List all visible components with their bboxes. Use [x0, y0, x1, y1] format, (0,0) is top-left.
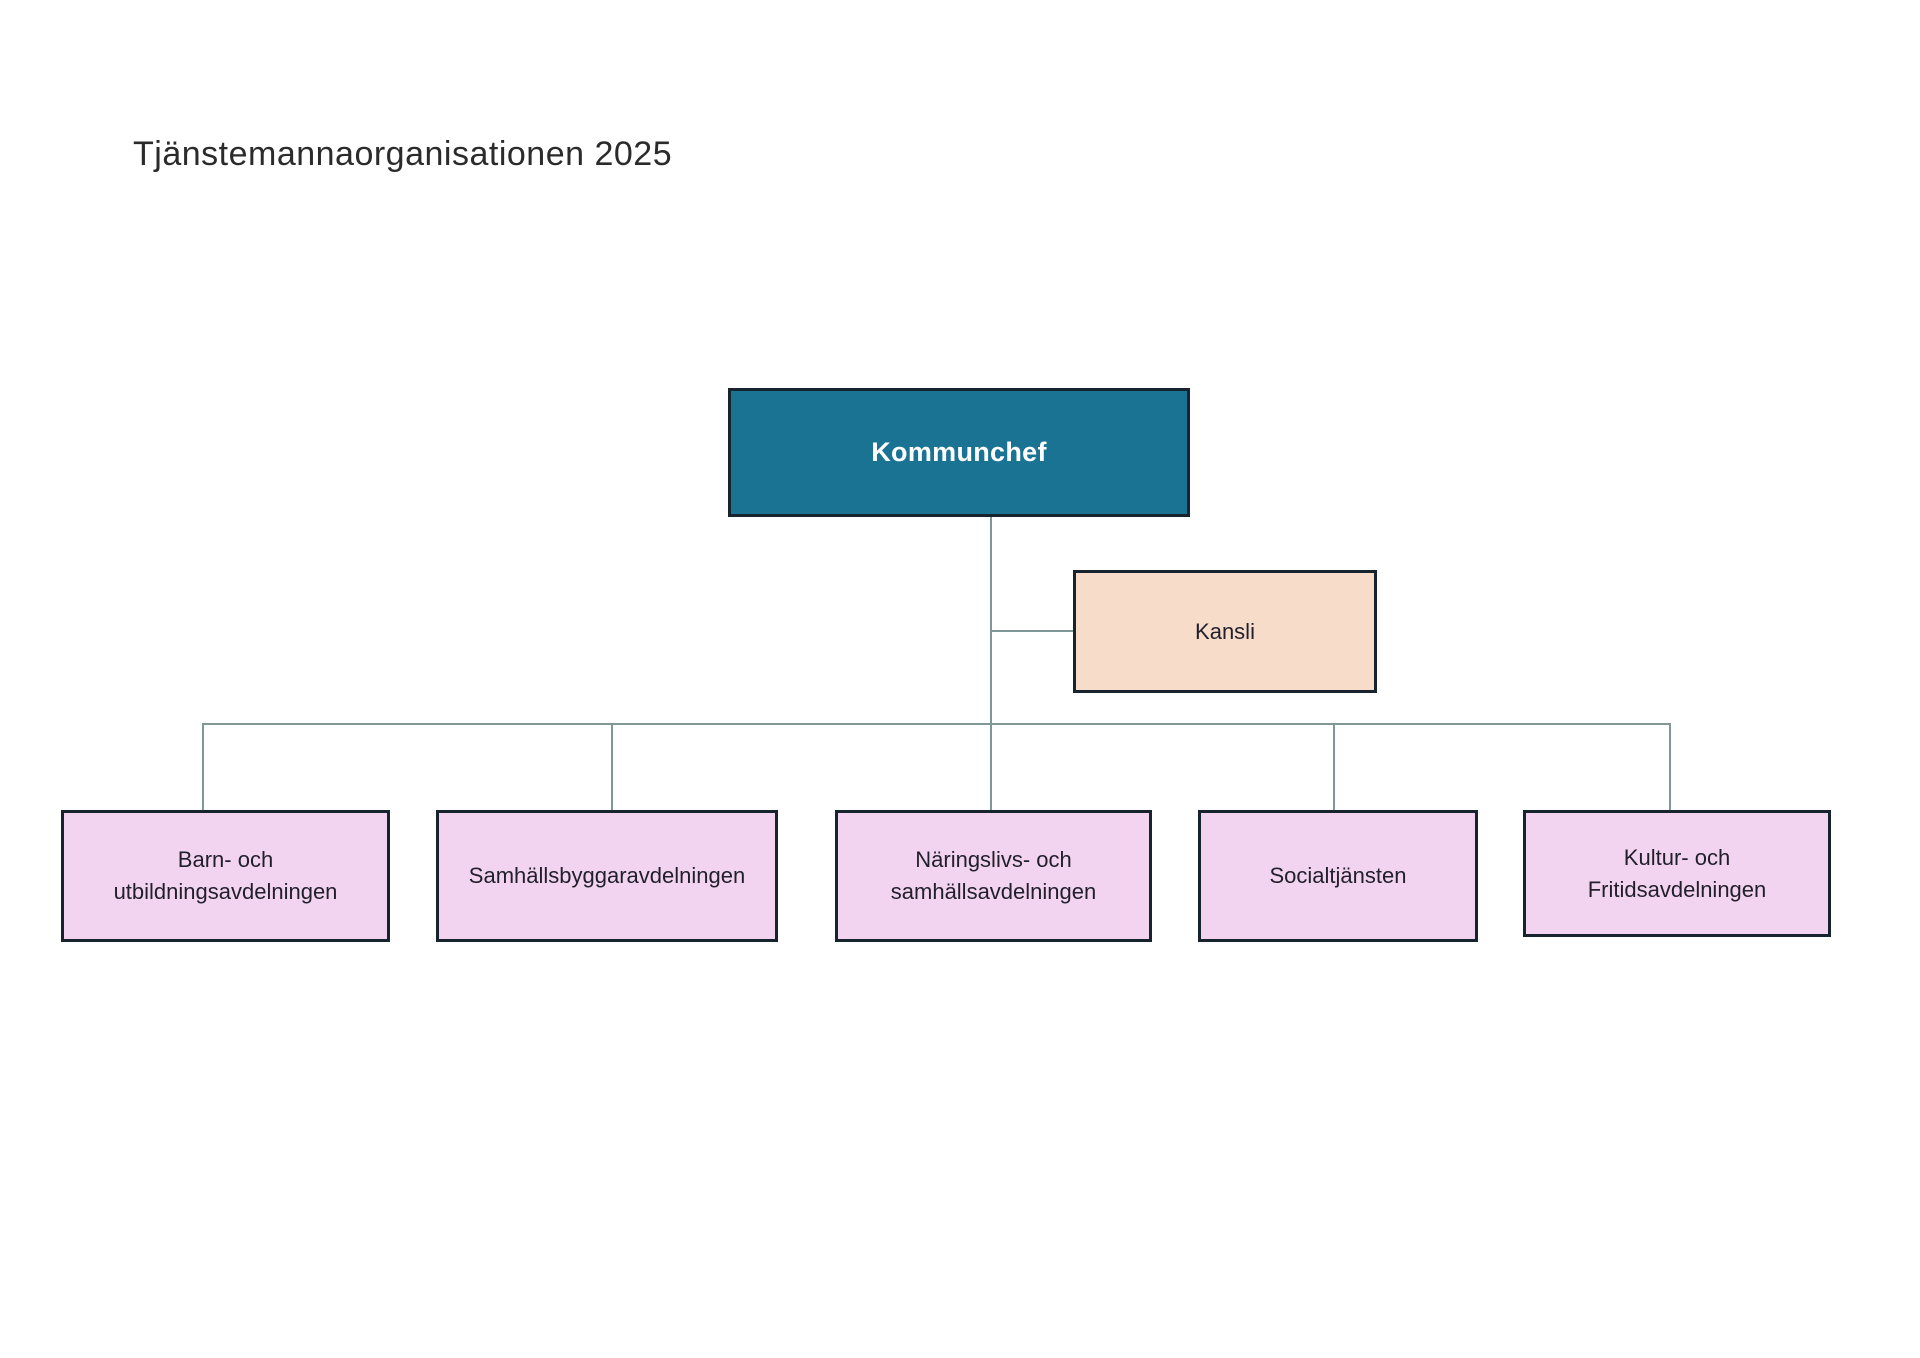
org-node-label: Kultur- och Fritidsavdelningen: [1587, 844, 1767, 902]
org-node-kultur-och-fritidsavdelningen: Kultur- och Fritidsavdelningen: [1523, 810, 1831, 937]
connector-drop-samhallsbyggar: [611, 723, 613, 810]
org-node-label: Samhällsbyggaravdelningen: [468, 863, 746, 889]
org-node-kommunchef: Kommunchef: [728, 388, 1190, 517]
connector-kansli-stub: [991, 630, 1073, 632]
org-node-label: Barn- och utbildningsavdelningen: [113, 847, 338, 904]
connector-drop-kultur: [1669, 723, 1671, 810]
connector-distribution-line: [202, 723, 1671, 725]
chart-title: Tjänstemannaorganisationen 2025: [133, 135, 673, 173]
connector-root-stem: [990, 517, 992, 810]
org-node-kansli: Kansli: [1073, 570, 1377, 693]
org-node-label: Socialtjänsten: [1269, 863, 1407, 889]
org-node-barn-och-utbildningsavdelningen: Barn- och utbildningsavdelningen: [61, 810, 390, 942]
org-node-kommunchef-label: Kommunchef: [871, 436, 1047, 467]
connector-drop-socialtjansten: [1333, 723, 1335, 810]
org-node-label: Näringslivs- och samhällsavdelningen: [890, 847, 1097, 904]
connector-drop-barn: [202, 723, 204, 810]
org-node-kansli-label: Kansli: [1195, 618, 1255, 644]
org-node-naringslivs-och-samhallsavdelningen: Näringslivs- och samhällsavdelningen: [835, 810, 1152, 942]
org-node-socialtjansten: Socialtjänsten: [1198, 810, 1478, 942]
org-node-samhallsbyggaravdelningen: Samhällsbyggaravdelningen: [436, 810, 778, 942]
